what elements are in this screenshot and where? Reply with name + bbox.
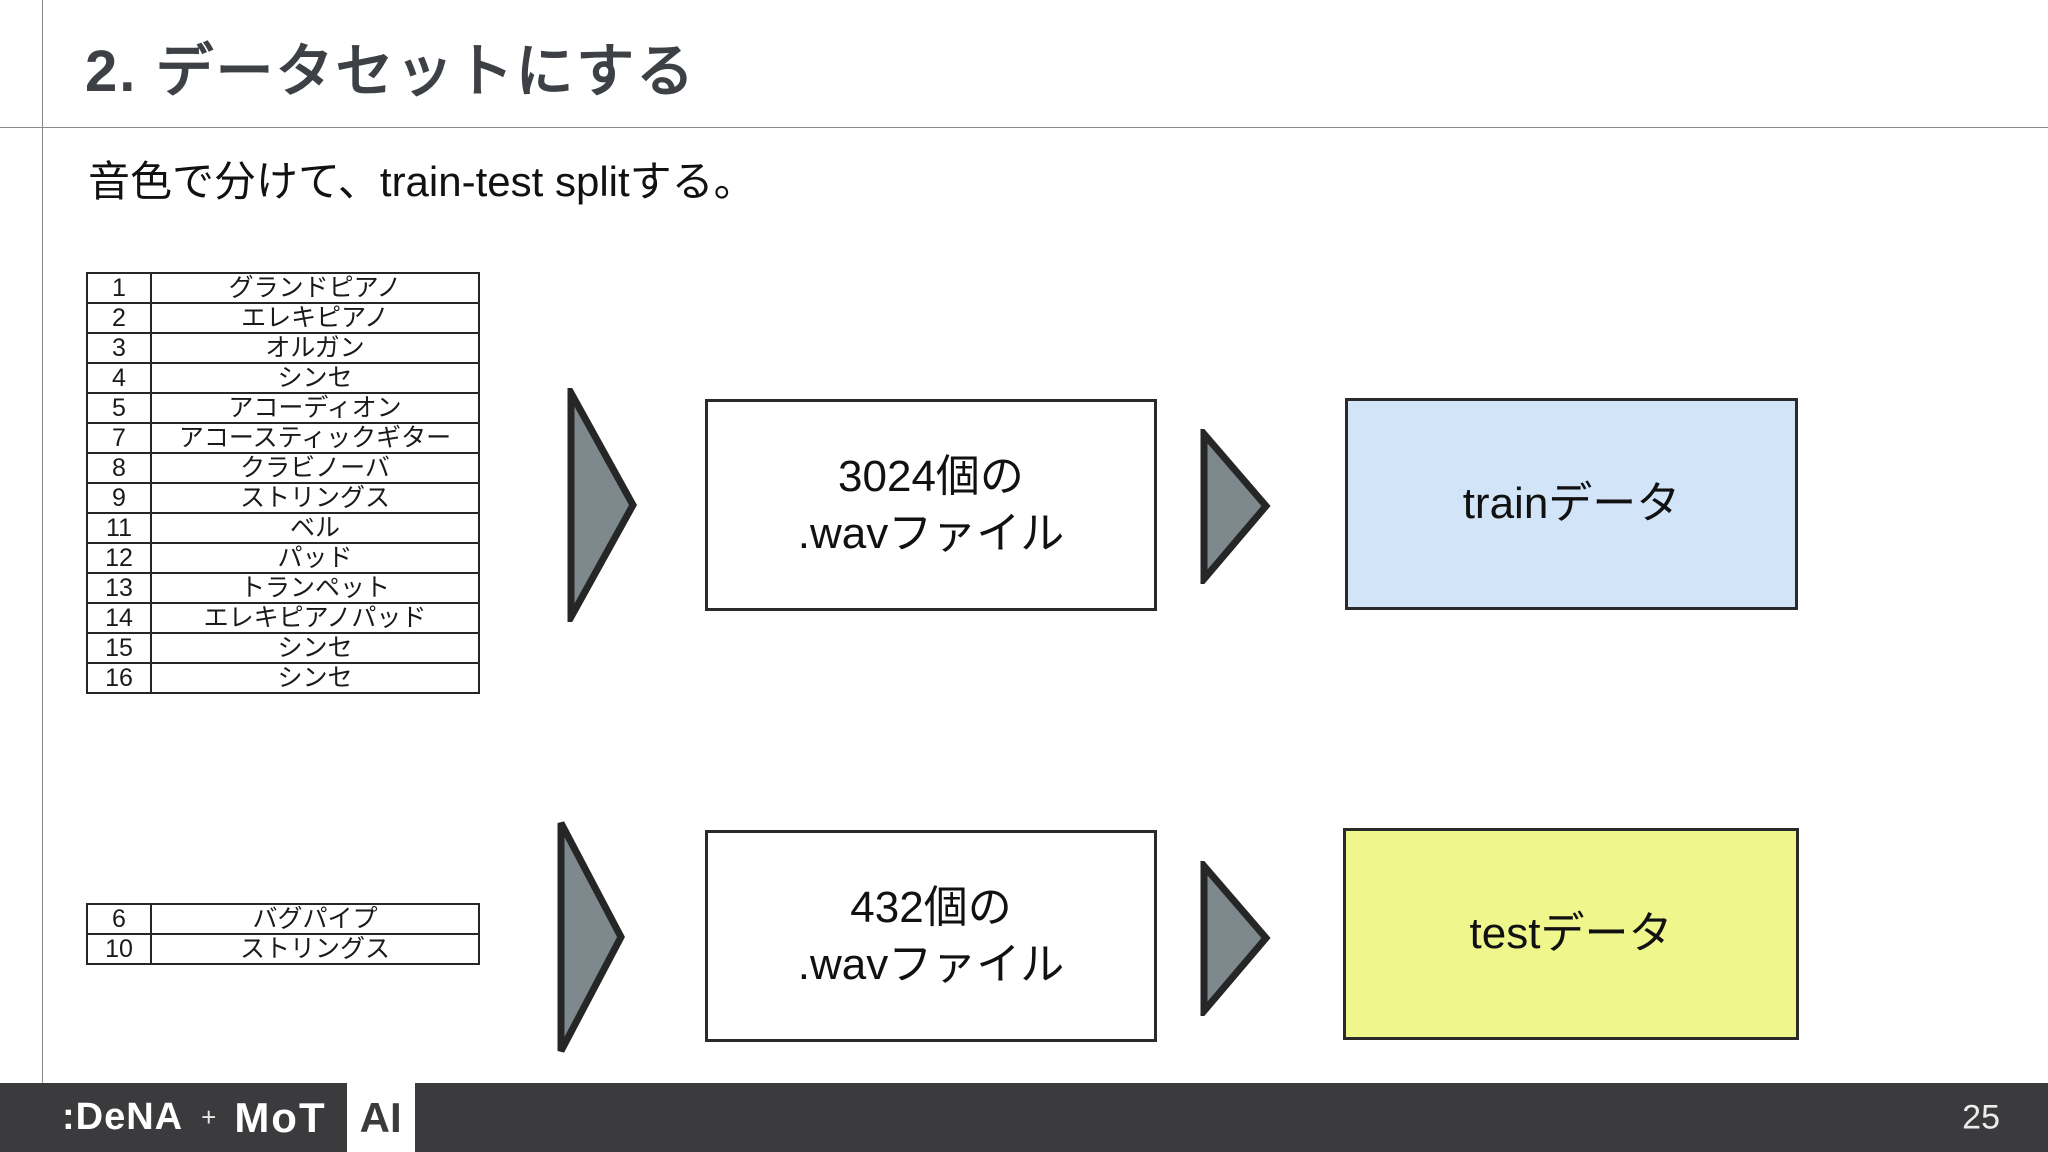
test-data-label: testデータ [1469, 909, 1673, 959]
instrument-name: アコースティックギター [150, 422, 480, 454]
instrument-number: 12 [86, 542, 152, 574]
slide-subtitle: 音色で分けて、train-test splitする。 [88, 158, 756, 205]
instrument-name: トランペット [150, 572, 480, 604]
instrument-number: 14 [86, 602, 152, 634]
wav-test-filetype: .wavファイル [797, 940, 1065, 989]
arrow-right-icon [1199, 861, 1271, 1016]
arrow-right-icon [1199, 429, 1271, 584]
left-margin-divider [42, 0, 43, 1083]
instrument-number: 7 [86, 422, 152, 454]
instrument-name: ストリングス [150, 482, 480, 514]
dena-logo: :DeNA [62, 1096, 184, 1138]
header-divider [0, 127, 2048, 128]
wav-files-test-box: 432個の .wavファイル [705, 830, 1157, 1042]
instrument-number: 4 [86, 362, 152, 394]
ai-badge: AI [346, 1083, 415, 1152]
instrument-name: シンセ [150, 362, 480, 394]
page-title: 2. データセットにする [85, 39, 697, 104]
instrument-name: パッド [150, 542, 480, 574]
train-data-box: trainデータ [1345, 398, 1798, 610]
test-data-box: testデータ [1343, 828, 1799, 1040]
instrument-number: 16 [86, 662, 152, 694]
footer-bar: :DeNA + MoT AI 25 [0, 1083, 2048, 1152]
instrument-number: 13 [86, 572, 152, 604]
instrument-number: 15 [86, 632, 152, 664]
instrument-number: 9 [86, 482, 152, 514]
plus-sign: + [201, 1102, 217, 1132]
instrument-number: 11 [86, 512, 152, 544]
instrument-name: シンセ [150, 662, 480, 694]
instrument-number: 1 [86, 272, 152, 304]
instrument-number: 6 [86, 903, 152, 935]
wav-files-train-box: 3024個の .wavファイル [705, 399, 1157, 611]
instrument-name: ベル [150, 512, 480, 544]
page-number: 25 [1962, 1098, 2000, 1136]
instrument-name: アコーディオン [150, 392, 480, 424]
instrument-number: 8 [86, 452, 152, 484]
instrument-name: グランドピアノ [150, 272, 480, 304]
instrument-name: ストリングス [150, 933, 480, 965]
instrument-name: シンセ [150, 632, 480, 664]
instrument-number: 2 [86, 302, 152, 334]
instrument-name: エレキピアノ [150, 302, 480, 334]
arrow-right-icon [556, 818, 626, 1056]
instrument-name: バグパイプ [150, 903, 480, 935]
train-data-label: trainデータ [1462, 479, 1681, 529]
wav-test-count: 432個の [850, 882, 1012, 932]
mot-logo: MoT [234, 1093, 327, 1141]
wav-train-filetype: .wavファイル [797, 509, 1065, 558]
arrow-right-icon [566, 388, 638, 622]
instrument-name: エレキピアノパッド [150, 602, 480, 634]
instrument-number: 3 [86, 332, 152, 364]
wav-train-count: 3024個の [838, 451, 1024, 501]
instrument-name: クラビノーバ [150, 452, 480, 484]
instrument-name: オルガン [150, 332, 480, 364]
instrument-number: 10 [86, 933, 152, 965]
instrument-number: 5 [86, 392, 152, 424]
